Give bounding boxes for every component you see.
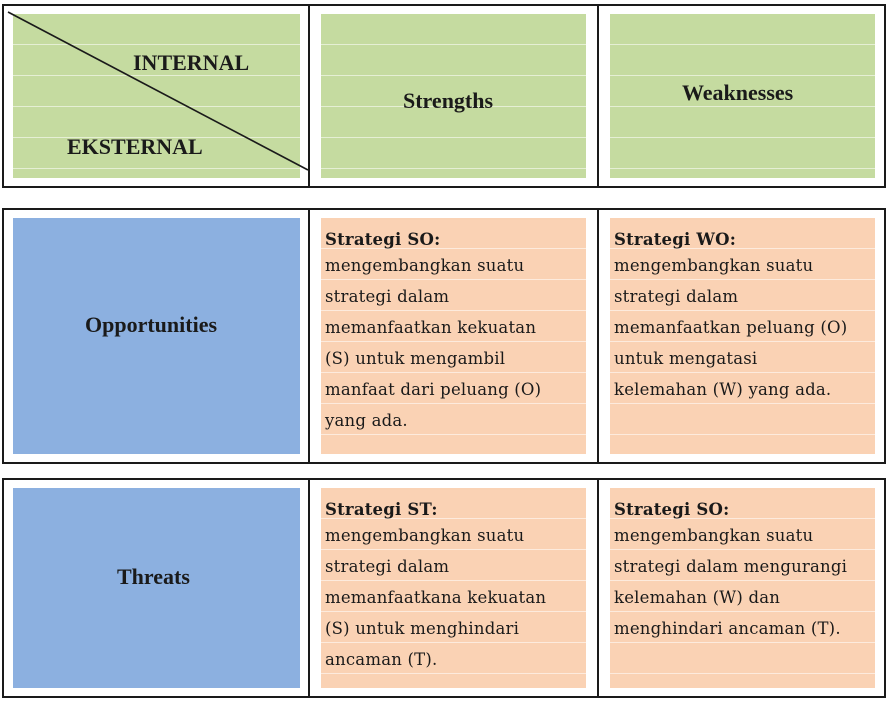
divider bbox=[308, 480, 310, 696]
strategy-wo-line: memanfaatkan peluang (O) bbox=[614, 318, 848, 337]
external-label: EKSTERNAL bbox=[67, 134, 203, 159]
strategy-so-line: yang ada. bbox=[325, 411, 408, 430]
strategy-wt-cell: Strategi SO: mengembangkan suatu strateg… bbox=[610, 488, 875, 688]
strategy-so-line: strategi dalam bbox=[325, 287, 450, 306]
diagonal-divider bbox=[7, 11, 309, 171]
strategy-wo-line: untuk mengatasi bbox=[614, 349, 758, 368]
swot-threats-row: Threats Strategi ST: mengembangkan suatu… bbox=[2, 478, 886, 698]
strategy-st-line: (S) untuk menghindari bbox=[325, 619, 520, 638]
weaknesses-label: Weaknesses bbox=[682, 80, 794, 105]
strategy-so-line: (S) untuk mengambil bbox=[325, 349, 506, 368]
strategy-wt-line: kelemahan (W) dan bbox=[614, 588, 781, 607]
strategy-st-line: ancaman (T). bbox=[325, 650, 438, 669]
strengths-cell: Strengths bbox=[321, 14, 586, 178]
divider bbox=[597, 6, 599, 186]
swot-opportunities-row: Opportunities Strategi SO: mengembangkan… bbox=[2, 208, 886, 464]
corner-cell: INTERNAL EKSTERNAL bbox=[7, 11, 309, 178]
strategy-wo-line: kelemahan (W) yang ada. bbox=[614, 380, 832, 399]
strategy-st-line: mengembangkan suatu bbox=[325, 526, 525, 545]
strategy-wo-title: Strategi WO: bbox=[614, 230, 736, 249]
divider bbox=[597, 210, 599, 462]
strategy-wt-title: Strategi SO: bbox=[614, 500, 730, 519]
threats-label: Threats bbox=[117, 564, 190, 589]
strategy-st-cell: Strategi ST: mengembangkan suatu strateg… bbox=[321, 488, 586, 688]
strategy-so-line: manfaat dari peluang (O) bbox=[325, 380, 542, 399]
swot-header-row: INTERNAL EKSTERNAL Strengths Weaknesses bbox=[2, 4, 886, 188]
weaknesses-cell: Weaknesses bbox=[610, 14, 875, 178]
opportunities-cell: Opportunities bbox=[13, 218, 300, 454]
strategy-wt-line: strategi dalam mengurangi bbox=[614, 557, 848, 576]
strategy-wt-line: mengembangkan suatu bbox=[614, 526, 814, 545]
strengths-label: Strengths bbox=[403, 88, 494, 113]
strategy-st-line: strategi dalam bbox=[325, 557, 450, 576]
divider bbox=[308, 6, 310, 186]
strategy-so-line: memanfaatkan kekuatan bbox=[325, 318, 537, 337]
strategy-wo-line: strategi dalam bbox=[614, 287, 739, 306]
divider bbox=[308, 210, 310, 462]
strategy-so-title: Strategi SO: bbox=[325, 230, 441, 249]
strategy-wo-line: mengembangkan suatu bbox=[614, 256, 814, 275]
opportunities-label: Opportunities bbox=[85, 312, 218, 337]
threats-cell: Threats bbox=[13, 488, 300, 688]
strategy-st-line: memanfaatkana kekuatan bbox=[325, 588, 547, 607]
strategy-so-line: mengembangkan suatu bbox=[325, 256, 525, 275]
internal-label: INTERNAL bbox=[133, 50, 250, 75]
strategy-wo-cell: Strategi WO: mengembangkan suatu strateg… bbox=[610, 218, 875, 454]
strategy-wt-line: menghindari ancaman (T). bbox=[614, 619, 841, 638]
divider bbox=[597, 480, 599, 696]
strategy-so-cell: Strategi SO: mengembangkan suatu strateg… bbox=[321, 218, 586, 454]
strategy-st-title: Strategi ST: bbox=[325, 500, 438, 519]
